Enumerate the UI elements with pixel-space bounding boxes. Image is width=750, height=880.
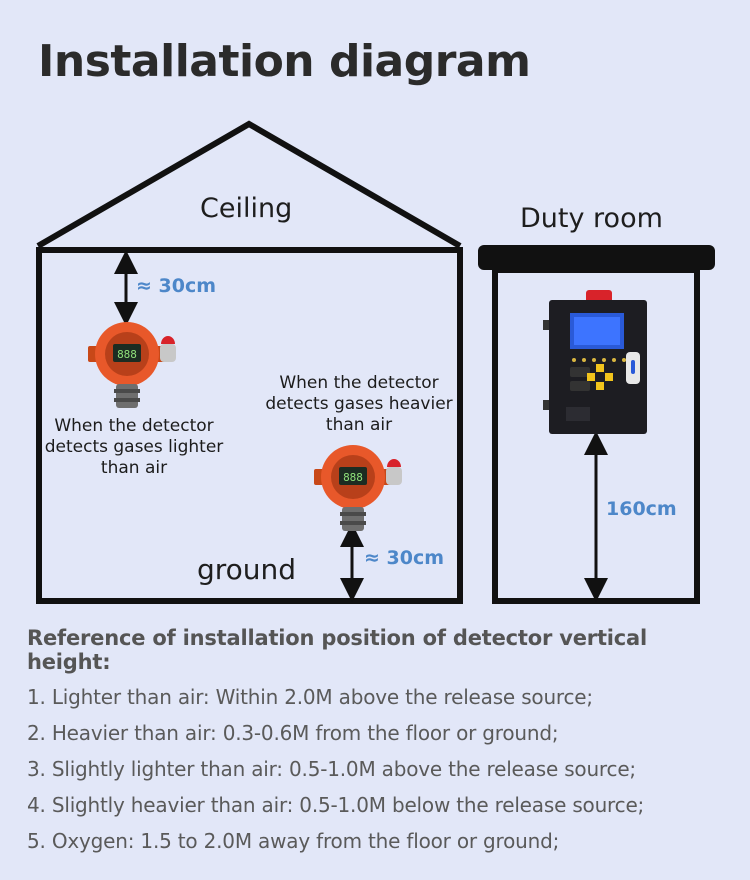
- reference-item: 5. Oxygen: 1.5 to 2.0M away from the flo…: [27, 829, 560, 853]
- page-title: Installation diagram: [38, 36, 531, 87]
- top-distance-label: ≈ 30cm: [136, 275, 217, 297]
- duty-room-label: Duty room: [520, 203, 663, 234]
- control-panel-icon: [543, 290, 647, 434]
- reference-section: Reference of installation position of de…: [27, 626, 737, 864]
- bottom-distance-label: ≈ 30cm: [364, 547, 445, 569]
- reference-item: 3. Slightly lighter than air: 0.5-1.0M a…: [27, 757, 636, 781]
- gas-detector-icon: 888: [314, 445, 402, 531]
- panel-height-label: 160cm: [606, 498, 677, 520]
- house-outline: [36, 120, 463, 604]
- reference-title: Reference of installation position of de…: [27, 626, 648, 674]
- reference-item: 2. Heavier than air: 0.3-0.6M from the f…: [27, 721, 559, 745]
- note-lighter-text: When the detector detects gases lighter …: [44, 416, 224, 478]
- svg-text:888: 888: [343, 471, 363, 484]
- reference-item: 4. Slightly heavier than air: 0.5-1.0M b…: [27, 793, 645, 817]
- gas-detector-icon: 888: [88, 322, 176, 408]
- reference-item: 1. Lighter than air: Within 2.0M above t…: [27, 685, 593, 709]
- ground-label: ground: [197, 553, 297, 586]
- svg-text:888: 888: [117, 348, 137, 361]
- note-lighter-than-air: When the detector detects gases lighter …: [40, 416, 228, 479]
- note-heavier-than-air: When the detector detects gases heavier …: [264, 373, 454, 436]
- note-heavier-text: When the detector detects gases heavier …: [265, 373, 453, 435]
- ceiling-label: Ceiling: [200, 193, 293, 224]
